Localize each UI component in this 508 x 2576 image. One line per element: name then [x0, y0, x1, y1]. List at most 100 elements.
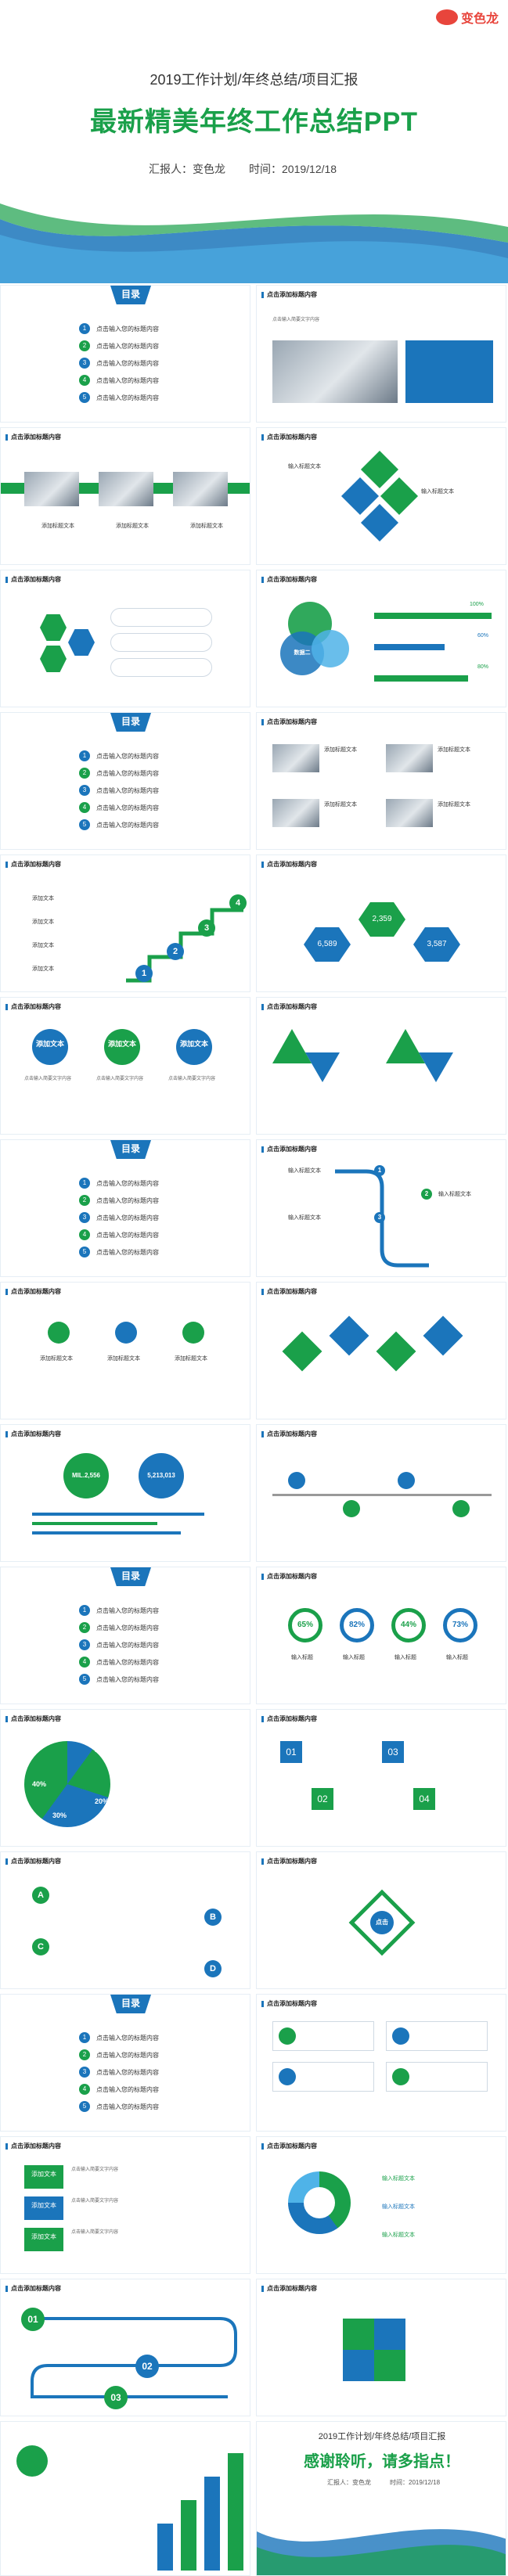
end-slide: 2019工作计划/年终总结/项目汇报 感谢聆听，请多指点！ 汇报人：变色龙 时间…: [256, 2421, 506, 2576]
slide-title: 点击添加标题内容: [261, 1287, 317, 1296]
ring-label-1: 输入标题: [291, 1655, 313, 1660]
slide-title: 点击添加标题内容: [261, 1572, 317, 1581]
pin-icon-2: [343, 1500, 360, 1517]
progress-bar-3: [374, 675, 468, 682]
circle-desc-2: 点击输入简要文字内容: [96, 1077, 144, 1081]
center-node: 点击: [370, 1911, 394, 1934]
text-block-1: 添加文本: [24, 2165, 63, 2189]
square-2: 02: [312, 1788, 333, 1810]
venn-circle-3: [312, 630, 349, 667]
squares-slide: 点击添加标题内容 01 03 02 04: [256, 1709, 506, 1847]
letter-a: A: [32, 1887, 49, 1904]
circle-1: 添加文本: [32, 1029, 68, 1065]
circle-2: 添加文本: [104, 1029, 140, 1065]
three-circles-slide: 点击添加标题内容 添加文本 添加文本 添加文本 点击输入简要文字内容 点击输入简…: [0, 997, 250, 1135]
clock-icon: [115, 1322, 137, 1344]
title-slide: 变色龙 2019工作计划/年终总结/项目汇报 最新精美年终工作总结PPT 汇报人…: [0, 0, 508, 283]
text-card-1: [110, 608, 212, 627]
stair-label-1: 添加文本: [32, 896, 54, 901]
pin-timeline-slide: 点击添加标题内容: [256, 1424, 506, 1562]
chart-icon: [182, 1322, 204, 1344]
end-time: 时间：2019/12/18: [390, 2479, 441, 2486]
home-icon: [304, 2187, 335, 2218]
chameleon-icon: [435, 9, 458, 25]
pie-label-1: 10%: [95, 1746, 110, 1754]
curve-label-2: 输入标题文本: [438, 1192, 471, 1197]
snake-node-1: 01: [21, 2308, 45, 2331]
hero-meta: 汇报人：变色龙 时间：2019/12/18: [149, 161, 337, 177]
center-diamond-slide: 点击添加标题内容 点击: [256, 1851, 506, 1989]
slide-title: 点击添加标题内容: [5, 575, 61, 584]
letter-c: C: [32, 1938, 49, 1955]
blob-stat-1: MIL.2,556: [63, 1453, 109, 1498]
circle-desc-1: 点击输入简要文字内容: [24, 1077, 72, 1081]
diamond-slide: 点击添加标题内容 输入标题文本 输入标题文本: [256, 427, 506, 565]
donut-label-2: 输入标题文本: [382, 2204, 415, 2210]
hexagon-slide: 点击添加标题内容: [0, 570, 250, 707]
pin-icon-1: [288, 1472, 305, 1489]
letter-d: D: [204, 1960, 222, 1977]
label-1: 输入标题文本: [288, 464, 321, 470]
photo-slide: 点击添加标题内容 添加标题文本 添加标题文本 添加标题文本: [0, 427, 250, 565]
body-text: 点击输入简要文字内容: [272, 318, 320, 322]
circle-3: 添加文本: [176, 1029, 212, 1065]
chain-diamond-1: [282, 1331, 322, 1372]
arrow-bar-2: [181, 2500, 196, 2571]
stat-hex-3: 3,587: [413, 927, 460, 962]
stairs-slide: 点击添加标题内容 1 2 3 4 添加文本 添加文本 添加文本 添加文本: [0, 854, 250, 992]
grid-photo-1: [272, 744, 319, 772]
hexagon-2: [68, 629, 95, 656]
ring-1: 65%: [288, 1608, 322, 1642]
block-desc-2: 点击输入简要文字内容: [71, 2199, 119, 2204]
ring-4: 73%: [443, 1608, 477, 1642]
timeline-axis: [272, 1494, 492, 1496]
end-thanks: 感谢聆听，请多指点！: [304, 2453, 460, 2470]
curve-node-3: 3: [374, 1212, 385, 1223]
pie-label-3: 30%: [52, 1811, 67, 1819]
hero-title: 最新精美年终工作总结PPT: [89, 107, 419, 137]
snake-slide: 点击添加标题内容 01 02 03: [0, 2279, 250, 2416]
stat-hex-2: 6,589: [304, 927, 351, 962]
ring-label-3: 输入标题: [395, 1655, 416, 1660]
slide-title: 点击添加标题内容: [5, 1430, 61, 1438]
blob-bar-2: [32, 1522, 157, 1525]
slide-title: 点击添加标题内容: [5, 1287, 61, 1296]
rings-slide: 点击添加标题内容 65% 82% 44% 73% 输入标题 输入标题 输入标题 …: [256, 1567, 506, 1704]
text-blocks-slide: 点击添加标题内容 添加文本 添加文本 添加文本 点击输入简要文字内容 点击输入简…: [0, 2136, 250, 2274]
hexagon-1: [40, 614, 67, 641]
arrow-bar-4: [228, 2453, 243, 2571]
pin-icon-4: [452, 1500, 470, 1517]
end-wave: [257, 2529, 506, 2575]
curve-label-3: 输入标题文本: [288, 1215, 321, 1221]
stair-label-2: 添加文本: [32, 919, 54, 925]
percent-1: 100%: [470, 602, 484, 607]
slide-title: 点击添加标题内容: [261, 718, 317, 726]
